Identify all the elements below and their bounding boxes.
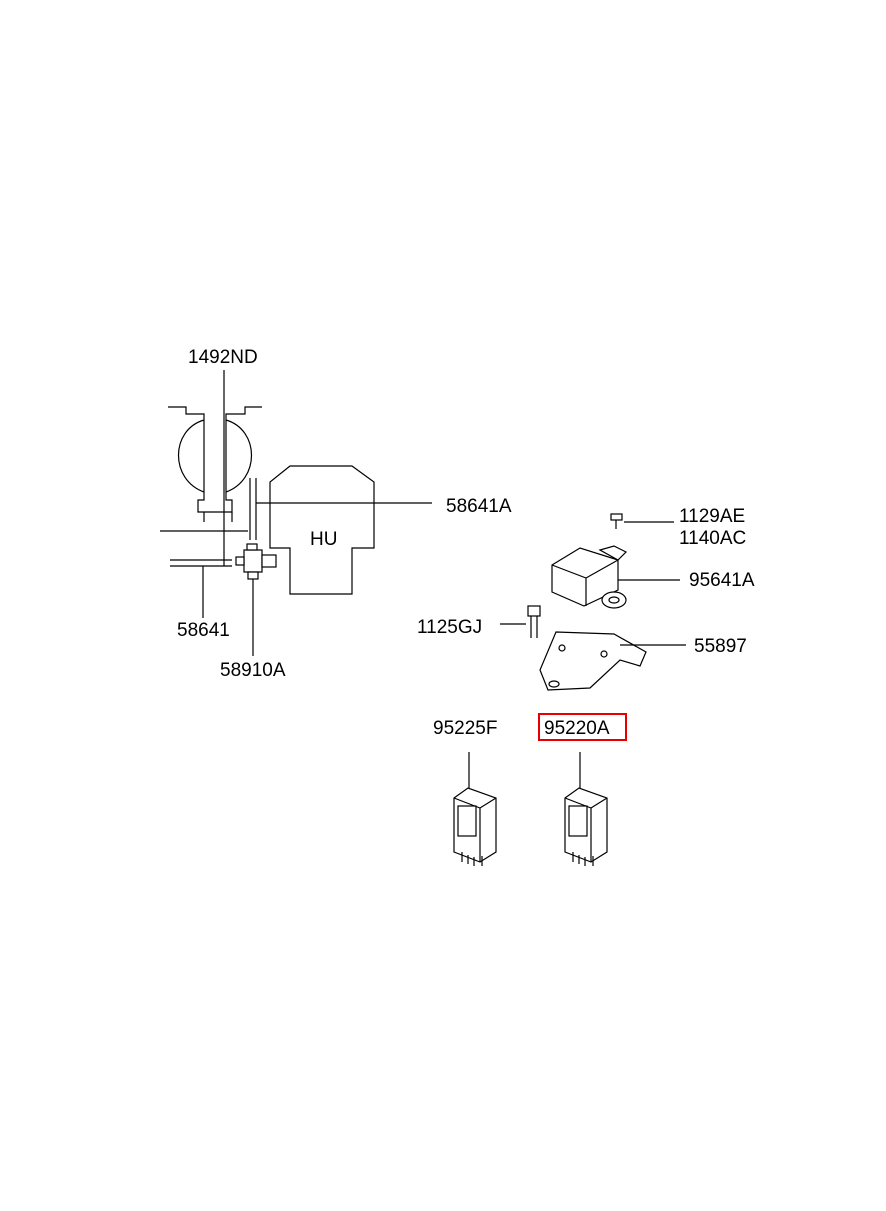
callout-95220A-highlight [538,713,627,741]
hydraulic-unit-label: HU [310,529,337,550]
callout-1140AC[interactable]: 1140AC [679,528,746,549]
callout-1129AE[interactable]: 1129AE [679,506,745,527]
joint-58910A [235,543,277,580]
relay-95220A [564,752,608,866]
callout-55897[interactable]: 55897 [694,636,747,657]
hydraulic-unit: HU [269,465,375,595]
bolt-1125GJ [527,605,541,638]
callout-58641A[interactable]: 58641A [446,496,512,517]
callout-1125GJ[interactable]: 1125GJ [417,617,482,638]
relay-95225F [453,752,497,866]
bracket-55897 [539,631,647,691]
sensor-95641A [551,545,628,609]
callout-58641[interactable]: 58641 [177,620,230,641]
callout-1492ND[interactable]: 1492ND [188,347,258,368]
brake-tubes [160,478,257,567]
brake-master-cylinder [168,406,262,522]
callout-95641A[interactable]: 95641A [689,570,755,591]
callout-95225F[interactable]: 95225F [433,718,497,739]
callout-95220A[interactable]: 95220A [544,718,610,739]
bolt-1129AE [610,513,623,529]
callout-58910A[interactable]: 58910A [220,660,286,681]
